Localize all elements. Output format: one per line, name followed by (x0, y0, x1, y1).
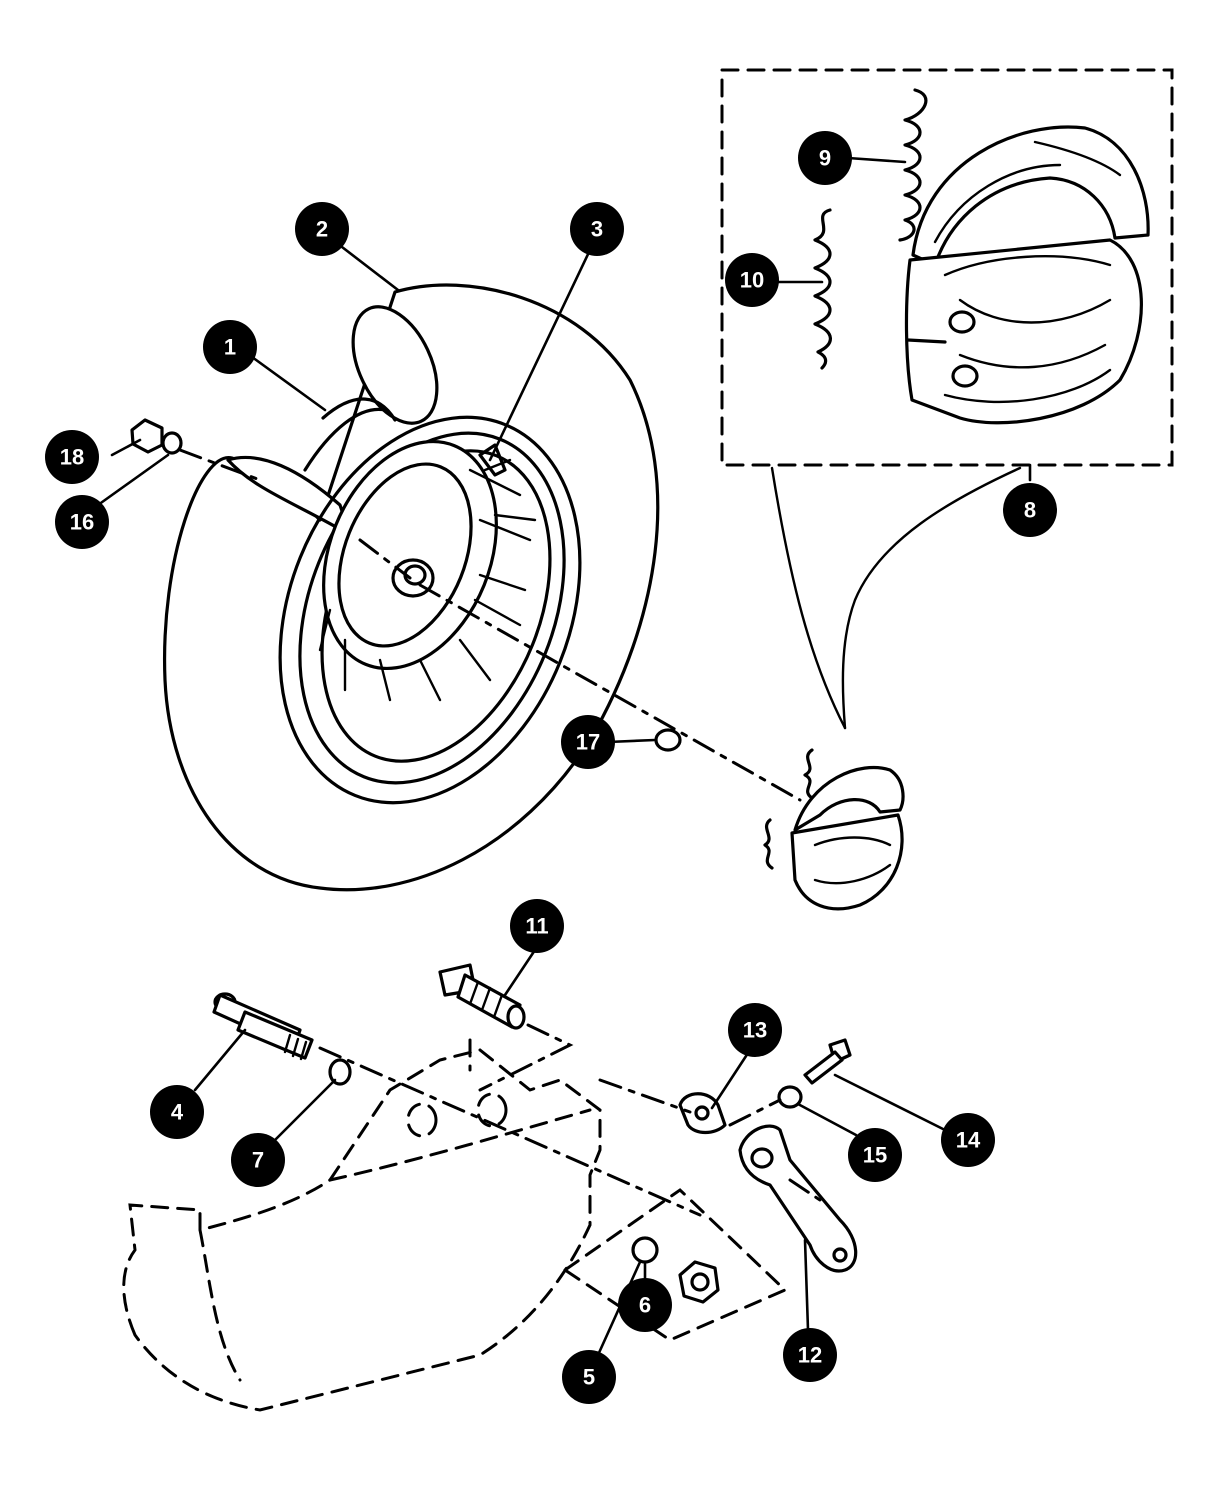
svg-text:4: 4 (171, 1100, 184, 1125)
svg-text:1: 1 (224, 335, 236, 360)
svg-text:7: 7 (252, 1148, 264, 1173)
svg-text:11: 11 (525, 914, 548, 939)
callout-9: 9 (798, 131, 852, 185)
brake-shoe-small (763, 748, 905, 911)
bolt-14 (803, 1038, 852, 1085)
spring-10 (813, 208, 832, 370)
callout-3: 3 (570, 202, 624, 256)
brake-shoe-detail-box (720, 68, 1174, 730)
washer-6 (631, 1236, 659, 1264)
callout-7: 7 (231, 1133, 285, 1187)
callout-4: 4 (150, 1085, 204, 1139)
svg-text:14: 14 (956, 1128, 981, 1153)
nut-18 (130, 418, 164, 454)
callout-16: 16 (55, 495, 109, 549)
washer-17 (654, 728, 682, 752)
callout-12: 12 (783, 1328, 837, 1382)
cam-shaft-11 (438, 963, 526, 1030)
nut-group-box (562, 1188, 788, 1342)
svg-text:3: 3 (591, 217, 603, 242)
axle-centerline (178, 448, 802, 802)
arm-centerline (788, 1178, 822, 1202)
callout-13: 13 (728, 1003, 782, 1057)
washer-15 (777, 1085, 803, 1109)
shaft-4 (212, 992, 314, 1061)
svg-text:15: 15 (863, 1143, 887, 1168)
callout-18: 18 (45, 430, 99, 484)
swing-arm-housing (122, 1038, 602, 1412)
callout-15: 15 (848, 1128, 902, 1182)
svg-text:9: 9 (819, 146, 831, 171)
washer-16 (161, 431, 183, 455)
cam-centerline (478, 1023, 782, 1127)
callout-17: 17 (561, 715, 615, 769)
brake-arm-12 (738, 1124, 858, 1273)
wheel-assembly (162, 283, 660, 892)
nut-5 (678, 1260, 720, 1304)
svg-text:2: 2 (316, 217, 328, 242)
callout-8: 8 (1003, 483, 1057, 537)
callout-6: 6 (618, 1278, 672, 1332)
svg-text:18: 18 (60, 445, 84, 470)
svg-text:6: 6 (639, 1293, 651, 1318)
callout-2: 2 (295, 202, 349, 256)
svg-text:17: 17 (576, 730, 600, 755)
svg-text:13: 13 (743, 1018, 767, 1043)
callout-11: 11 (510, 899, 564, 953)
svg-text:12: 12 (798, 1343, 822, 1368)
callout-10: 10 (725, 253, 779, 307)
callout-1: 1 (203, 320, 257, 374)
washer-7 (328, 1058, 352, 1086)
brake-shoe-large (904, 125, 1150, 425)
svg-text:10: 10 (740, 268, 764, 293)
callout-14: 14 (941, 1113, 995, 1167)
svg-text:16: 16 (70, 510, 94, 535)
svg-text:5: 5 (583, 1365, 595, 1390)
callout-5: 5 (562, 1350, 616, 1404)
spring-9 (898, 88, 928, 242)
shaft-centerline (318, 1046, 702, 1217)
svg-text:8: 8 (1024, 498, 1036, 523)
